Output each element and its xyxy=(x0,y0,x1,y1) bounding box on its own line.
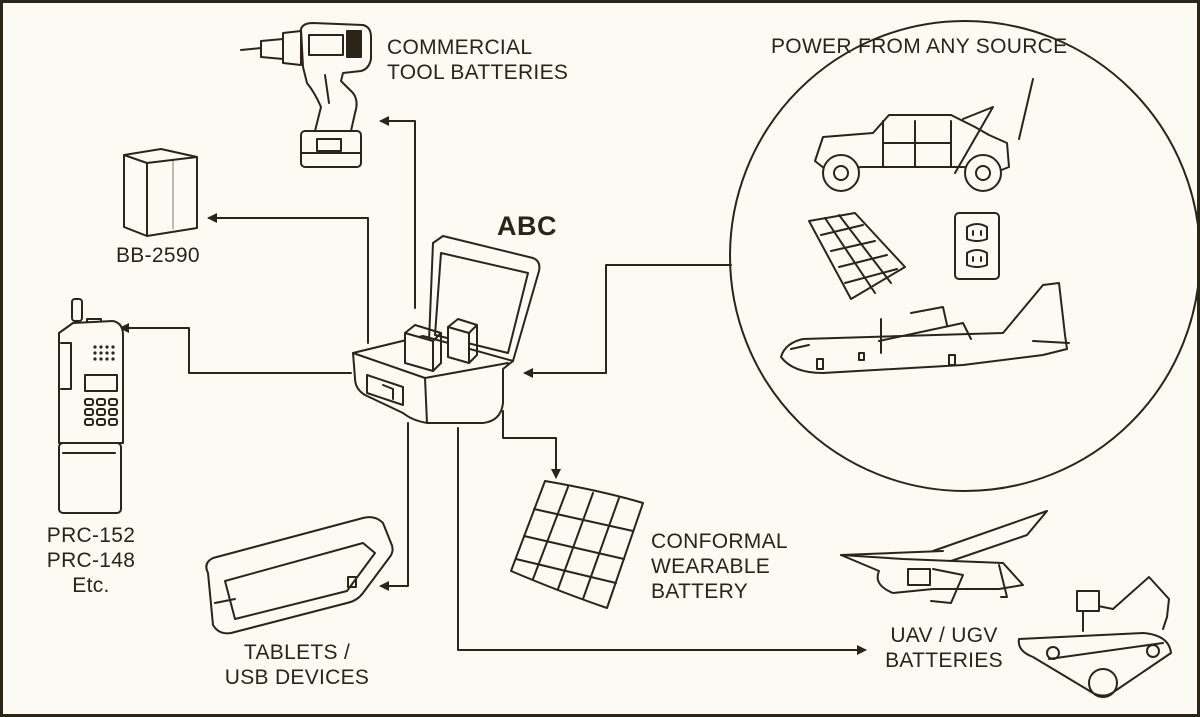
solar-panel-icon xyxy=(808,212,906,300)
ugv-robot-icon xyxy=(1017,576,1172,698)
connector-lines xyxy=(119,116,867,655)
power-sources-circle xyxy=(729,20,1197,492)
uav-label-line2: BATTERIES xyxy=(885,649,1003,672)
tablets-label-line1: TABLETS / xyxy=(243,641,351,664)
rugged-tablet-icon xyxy=(205,516,394,635)
conformal-wearable-battery-icon xyxy=(510,480,644,609)
power-source-label: POWER FROM ANY SOURCE xyxy=(771,35,1068,58)
humvee-vehicle-icon xyxy=(814,106,1010,192)
conformal-battery-label: CONFORMAL WEARABLE BATTERY xyxy=(651,529,788,604)
uav-drone-icon xyxy=(840,510,1048,604)
radio-label-line1: PRC-152 xyxy=(46,524,136,547)
tablets-label: TABLETS / USB DEVICES xyxy=(215,640,379,690)
power-leader-line xyxy=(1018,78,1034,140)
power-drill-icon xyxy=(240,22,372,168)
bb2590-label: BB-2590 xyxy=(116,244,200,267)
charger-case-icon xyxy=(352,235,541,424)
uav-label-line1: UAV / UGV xyxy=(890,624,998,647)
tool-batteries-label-line1: COMMERCIAL xyxy=(387,36,533,59)
bb2590-battery-icon xyxy=(123,148,198,237)
conformal-label-line3: BATTERY xyxy=(651,580,749,603)
uav-ugv-label: UAV / UGV BATTERIES xyxy=(875,623,1013,673)
wall-outlet-icon xyxy=(954,212,1000,280)
radio-label-line3: Etc. xyxy=(72,574,110,597)
diagram-artwork xyxy=(58,20,1197,698)
radio-label-line2: PRC-148 xyxy=(46,549,136,572)
tool-batteries-label-line2: TOOL BATTERIES xyxy=(387,61,569,84)
c130-aircraft-icon xyxy=(780,282,1070,374)
tool-batteries-label: COMMERCIAL TOOL BATTERIES xyxy=(387,35,568,85)
conformal-label-line1: CONFORMAL xyxy=(651,530,788,553)
tablets-label-line2: USB DEVICES xyxy=(224,666,370,689)
hub-title: ABC xyxy=(497,211,557,241)
radio-label: PRC-152 PRC-148 Etc. xyxy=(39,523,143,598)
conformal-label-line2: WEARABLE xyxy=(651,555,771,578)
handheld-radio-icon xyxy=(58,298,124,514)
